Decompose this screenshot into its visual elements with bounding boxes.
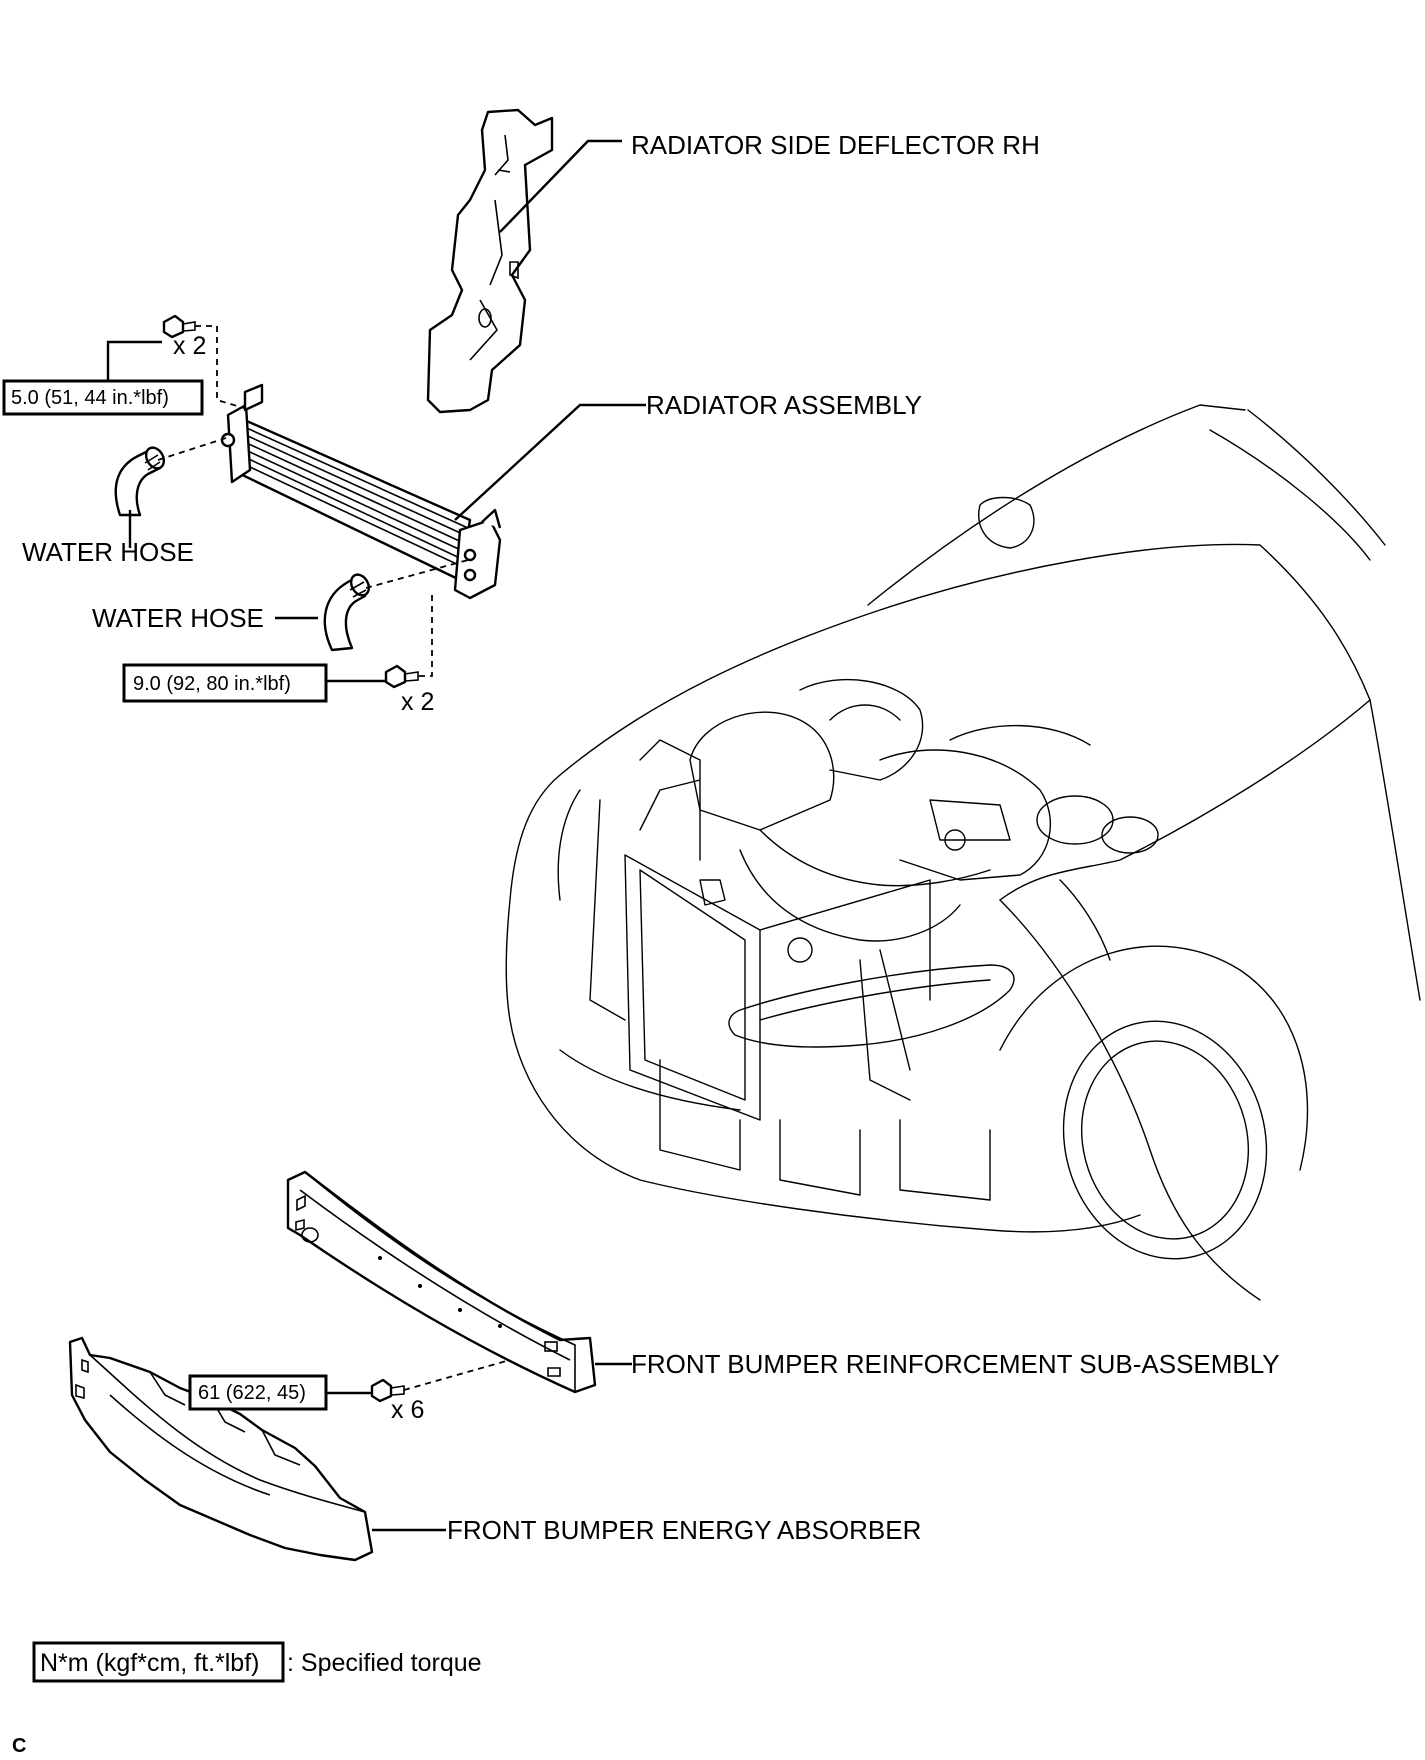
water-hose-lower — [323, 573, 371, 652]
bumper-bolt-icon — [370, 1378, 405, 1403]
upper-bolt-icon — [162, 314, 196, 339]
torque-box-lower: 9.0 (92, 80 in.*lbf) — [122, 663, 328, 703]
label-radiator-assembly: RADIATOR ASSEMBLY — [646, 390, 922, 420]
leader-lines — [106, 139, 646, 1532]
qty-lower-bolt: x 2 — [401, 688, 434, 716]
corner-mark: C — [12, 1735, 26, 1757]
torque-value-lower: 9.0 (92, 80 in.*lbf) — [133, 673, 291, 695]
front-bumper-reinforcement — [286, 1170, 597, 1394]
radiator-assembly — [220, 383, 502, 600]
torque-value-bumper: 61 (622, 45) — [198, 1382, 306, 1404]
label-radiator-side-deflector: RADIATOR SIDE DEFLECTOR RH — [631, 130, 1040, 160]
water-hose-upper — [114, 446, 166, 517]
qty-bumper-bolt: x 6 — [391, 1396, 424, 1424]
front-bumper-energy-absorber — [68, 1336, 374, 1562]
torque-legend: N*m (kgf*cm, ft.*lbf) : Specified torque — [32, 1641, 482, 1683]
car-front-illustration — [505, 404, 1421, 1301]
label-front-bumper-energy-absorber: FRONT BUMPER ENERGY ABSORBER — [447, 1515, 921, 1545]
torque-box-bumper: 61 (622, 45) — [188, 1374, 328, 1411]
label-front-bumper-reinforcement: FRONT BUMPER REINFORCEMENT SUB-ASSEMBLY — [631, 1349, 1280, 1379]
label-water-hose-upper: WATER HOSE — [22, 537, 194, 567]
torque-value-upper: 5.0 (51, 44 in.*lbf) — [11, 387, 169, 409]
legend-unit: N*m (kgf*cm, ft.*lbf) — [40, 1649, 259, 1677]
radiator-side-deflector — [426, 108, 554, 414]
lower-bolt-icon — [384, 664, 419, 689]
qty-upper-bolt: x 2 — [173, 332, 206, 360]
legend-description: : Specified torque — [287, 1649, 482, 1677]
torque-box-upper: 5.0 (51, 44 in.*lbf) — [2, 379, 204, 416]
label-water-hose-lower: WATER HOSE — [92, 603, 264, 633]
